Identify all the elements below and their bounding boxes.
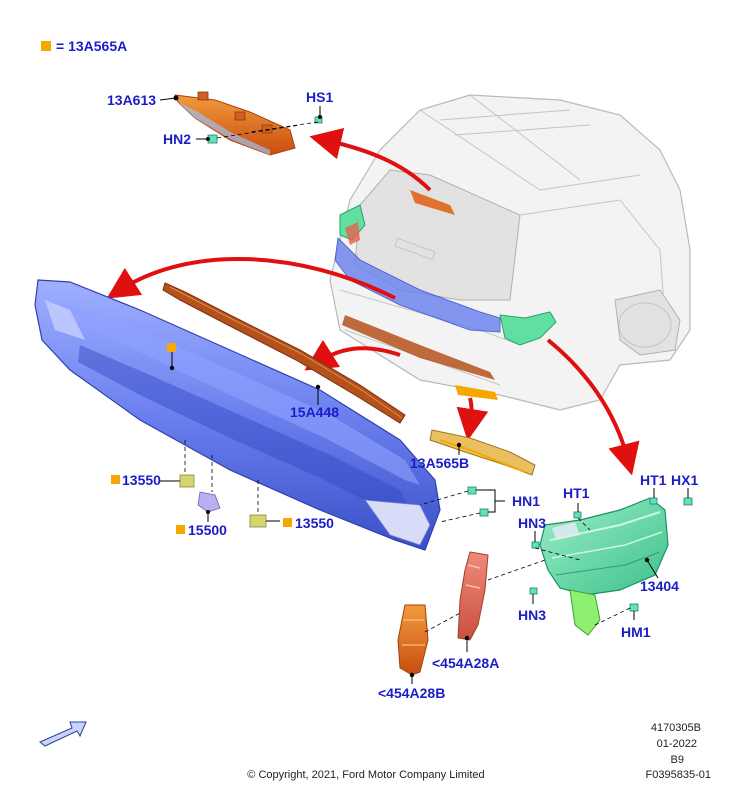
- arrow-to-bracket: [456, 397, 489, 441]
- legend-text: = 13A565A: [56, 38, 127, 54]
- vehicle-spoiler-highlight: [410, 190, 455, 215]
- fastener-hx1: [683, 497, 693, 506]
- arrow-to-lamp: [546, 338, 640, 476]
- label-15500: 15500: [188, 522, 227, 538]
- vehicle-left-lamp-red: [345, 222, 360, 245]
- fasteners-hn1: [467, 486, 489, 517]
- label-15a448: 15A448: [290, 404, 339, 420]
- meta-code: 4170305B: [651, 722, 701, 734]
- label-hm1: HM1: [621, 624, 651, 640]
- label-hx1: HX1: [671, 472, 698, 488]
- vehicle-right-lamp: [499, 311, 557, 346]
- vehicle-bumper-orange: [455, 385, 498, 400]
- label-13550-left: 13550: [122, 472, 161, 488]
- part-applique-blue: [34, 279, 441, 551]
- copyright: © Copyright, 2021, Ford Motor Company Li…: [247, 769, 484, 781]
- part-13a565b-bracket: [429, 429, 536, 476]
- vehicle-bumper-strip: [342, 315, 495, 380]
- part-15a448-strip: [162, 282, 406, 424]
- fastener-ht1-right: [649, 497, 658, 505]
- fastener-hm1: [629, 603, 639, 612]
- label-hn3-upper: HN3: [518, 515, 546, 531]
- part-454a28b-reflector: [397, 604, 429, 676]
- fastener-hn3-lower: [529, 587, 538, 595]
- vehicle-body: [329, 94, 691, 411]
- label-13404: 13404: [640, 578, 679, 594]
- marker-15500: [176, 525, 185, 534]
- meta-date: 01-2022: [657, 738, 697, 750]
- label-13a613: 13A613: [107, 92, 156, 108]
- part-13a613-spoiler: [174, 91, 296, 156]
- legend: = 13A565A: [41, 38, 127, 54]
- clip-15500: [197, 491, 221, 513]
- fastener-ht1-left: [573, 511, 582, 519]
- label-hn1: HN1: [512, 493, 540, 509]
- vehicle-applique-highlight: [334, 236, 501, 333]
- part-454a28a-reflector: [457, 551, 489, 641]
- meta-figure: F0395835-01: [646, 769, 711, 781]
- arrow-to-applique: [106, 257, 396, 300]
- label-hs1: HS1: [306, 89, 333, 105]
- label-454a28a: <454A28A: [432, 655, 499, 671]
- clip-13550-right: [249, 514, 267, 528]
- arrow-to-spoiler: [309, 127, 432, 192]
- label-454a28b: <454A28B: [378, 685, 445, 701]
- part-13404-lamp: [539, 497, 669, 636]
- label-hn2: HN2: [163, 131, 191, 147]
- label-ht1-right: HT1: [640, 472, 667, 488]
- label-ht1-left: HT1: [563, 485, 590, 501]
- legend-marker: [41, 41, 51, 51]
- label-13a565b: 13A565B: [410, 455, 469, 471]
- label-hn3-lower: HN3: [518, 607, 546, 623]
- marker-13a565a-applique: [167, 343, 176, 352]
- meta-rev: B9: [671, 754, 684, 766]
- marker-13550-left: [111, 475, 120, 484]
- label-13550-right: 13550: [295, 515, 334, 531]
- arrow-to-strip: [304, 339, 401, 371]
- marker-13550-right: [283, 518, 292, 527]
- fastener-hn3-upper: [531, 541, 540, 549]
- direction-arrow-icon: [39, 721, 87, 747]
- clip-13550-left: [179, 474, 195, 488]
